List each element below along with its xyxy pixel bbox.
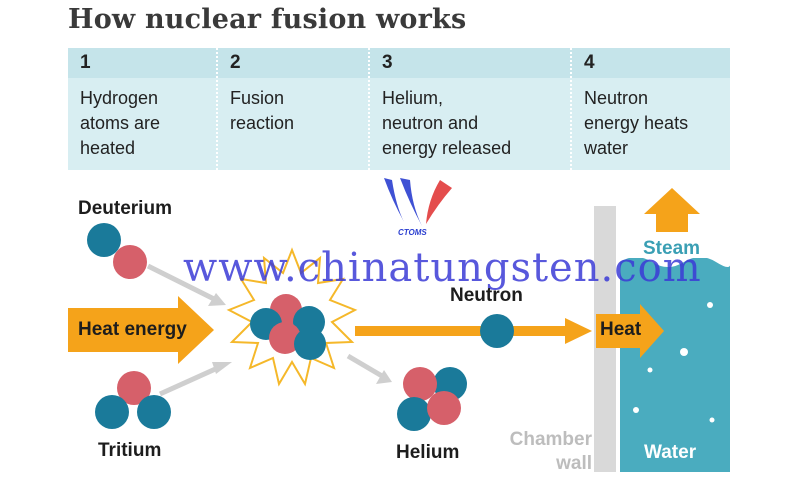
step-number: 1 [80, 52, 91, 73]
tritium-neutron [137, 395, 171, 429]
step-line: Fusion [230, 88, 285, 108]
heat-label: Heat [600, 319, 642, 340]
proton-particle [269, 322, 301, 354]
step-line: atoms are [80, 113, 161, 133]
helium-proton [403, 367, 437, 401]
watermark: www.chinatungsten.com [183, 245, 702, 291]
step-line: Helium, [382, 88, 444, 108]
step-line: energy heats [584, 113, 689, 133]
neutron-particle [294, 328, 326, 360]
steps-number-row [68, 48, 730, 78]
neutron-trail [355, 326, 565, 336]
tritium-arrow [158, 363, 224, 397]
step-line: reaction [230, 113, 295, 133]
free-neutron [480, 314, 514, 348]
heat-energy-arrow [68, 296, 214, 364]
deuterium-proton [113, 245, 147, 279]
water-label: Water [644, 442, 697, 463]
water-tank [620, 258, 730, 472]
step-4: 4 Neutron energy heats water [572, 48, 730, 170]
step-line: energy released [382, 138, 512, 158]
deuterium-neutron [87, 223, 121, 257]
step-2: 2 Fusion reaction [218, 48, 368, 170]
step-description: Neutron energy heats water [584, 86, 688, 161]
water-surface [620, 257, 731, 267]
neutron-label: Neutron [450, 285, 523, 306]
steps-table: 1 Hydrogen atoms are heated 2 Fusion rea… [68, 48, 730, 170]
watermark-logo-text: CTOMS [398, 228, 427, 237]
step-line: neutron and [382, 113, 479, 133]
step-line: heated [80, 138, 136, 158]
deuterium-label: Deuterium [78, 198, 172, 219]
steam-arrow [644, 188, 700, 232]
page-title: How nuclear fusion works [68, 4, 467, 35]
bubble [709, 417, 715, 423]
bubble [647, 367, 653, 373]
chamber-wall-label: Chamber wall [509, 429, 592, 474]
helium-arrowhead [376, 370, 392, 384]
helium-label: Helium [396, 442, 460, 463]
neutron-trail-head [565, 318, 592, 344]
heat-energy-label: Heat energy [78, 319, 187, 340]
step-divider [368, 48, 370, 170]
watermark-logo-icon [384, 178, 452, 226]
bubble [680, 348, 688, 356]
step-number: 2 [230, 52, 241, 73]
tritium-label: Tritium [98, 440, 162, 461]
steam-label: Steam [643, 238, 701, 259]
heat-arrow [596, 304, 664, 358]
step-line: Neutron [584, 88, 649, 108]
step-number: 4 [584, 52, 595, 73]
deuterium-arrow [146, 263, 218, 303]
helium-arrow [346, 353, 384, 379]
step-divider [216, 48, 218, 170]
step-divider [570, 48, 572, 170]
bubble [633, 407, 639, 413]
tritium-arrowhead [212, 362, 232, 374]
tritium-neutron [95, 395, 129, 429]
step-line: water [584, 138, 629, 158]
step-3: 3 Helium, neutron and energy released [370, 48, 570, 170]
step-description: Fusion reaction [230, 86, 294, 136]
step-number: 3 [382, 52, 393, 73]
bubble [707, 302, 713, 308]
step-description: Hydrogen atoms are heated [80, 86, 160, 161]
deuterium-arrowhead [208, 293, 226, 306]
helium-neutron [397, 397, 431, 431]
tritium-proton [117, 371, 151, 405]
step-line: Hydrogen [80, 88, 159, 108]
step-1: 1 Hydrogen atoms are heated [68, 48, 216, 170]
helium-proton [427, 391, 461, 425]
step-description: Helium, neutron and energy released [382, 86, 511, 161]
